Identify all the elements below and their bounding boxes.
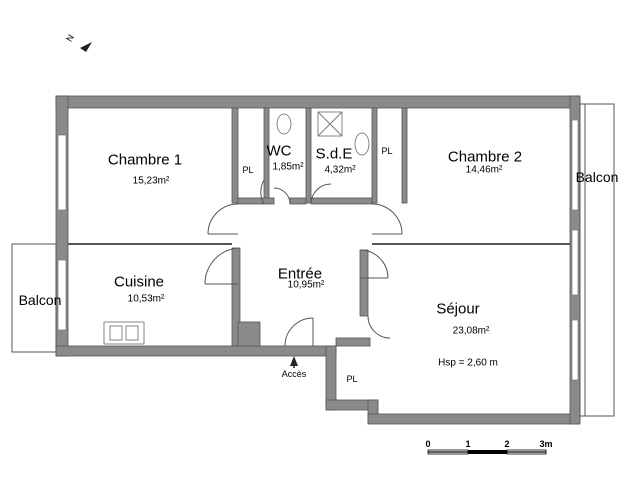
windows	[57, 119, 579, 381]
room-area-cuisine: 10,53m²	[127, 293, 165, 305]
fixtures	[103, 111, 370, 345]
scale-bar	[427, 449, 547, 455]
room-area-sde: 4,32m²	[324, 164, 356, 176]
north-arrow-icon	[80, 42, 92, 52]
room-area-wc: 1,85m²	[272, 161, 304, 173]
room-area-chambre1: 15,23m²	[132, 175, 170, 187]
scale-tick-3: 3m	[539, 439, 553, 449]
scale-tick-2: 2	[504, 439, 510, 449]
room-name-sejour: Séjour	[436, 300, 480, 318]
balcony-right-label: Balcon	[575, 169, 619, 185]
placard-sejour: PL	[346, 374, 358, 384]
entrance-label: Accès	[281, 369, 307, 379]
scale-tick-1: 1	[465, 439, 471, 449]
interior-walls	[68, 107, 570, 347]
room-area-entree: 10,95m²	[287, 279, 325, 291]
door-swings	[204, 179, 403, 347]
room-name-cuisine: Cuisine	[113, 273, 165, 291]
toilet	[276, 113, 292, 135]
scale-tick-0: 0	[425, 439, 431, 449]
room-name-chambre2: Chambre 2	[447, 148, 523, 166]
room-name-entree: Entrée	[277, 265, 323, 283]
balcony-left-label: Balcon	[18, 292, 62, 308]
room-name-chambre1: Chambre 1	[107, 151, 183, 169]
placard-wc: PL	[242, 165, 254, 175]
room-name-wc: WC	[266, 142, 292, 160]
washbasin	[354, 132, 370, 156]
room-area-sejour: 23,08m²	[452, 325, 490, 337]
placard-sde: PL	[381, 146, 393, 156]
entrance-arrow-icon	[290, 356, 298, 368]
room-name-sde: S.d.E	[315, 145, 353, 163]
ceiling-height-note: Hsp = 2,60 m	[438, 357, 498, 369]
balconies	[11, 103, 615, 417]
room-area-chambre2: 14,46m²	[465, 164, 503, 176]
